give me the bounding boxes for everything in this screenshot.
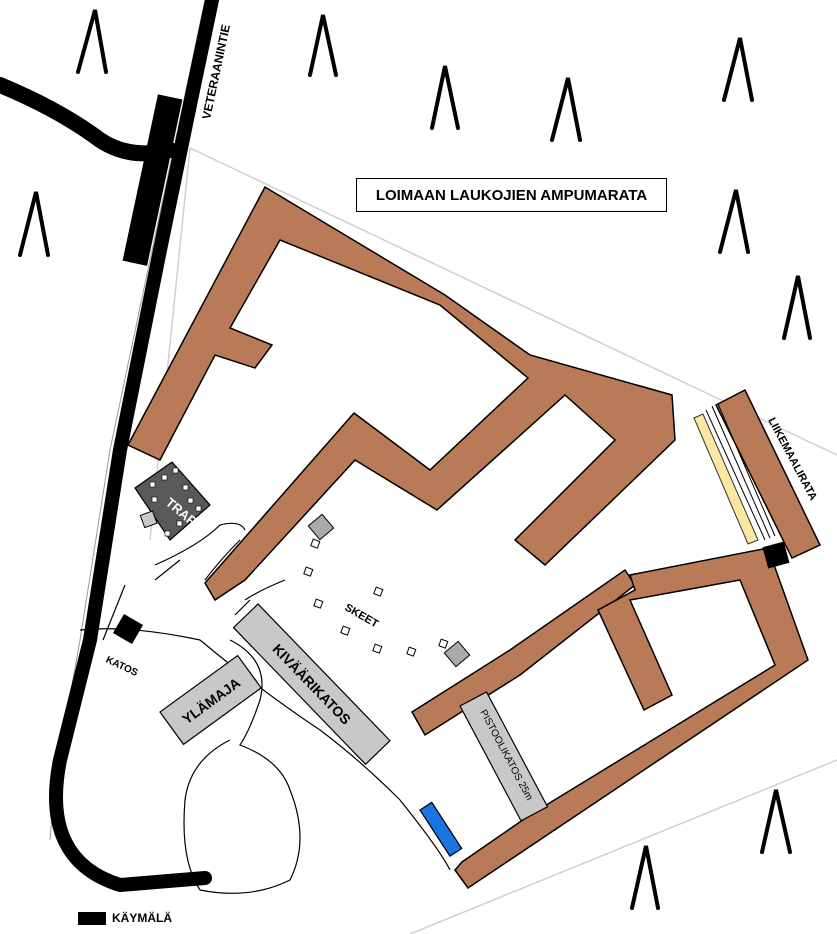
pistoolikatos-building (459, 691, 549, 822)
tree-icon (630, 845, 660, 910)
kivaarikatos-shape (232, 603, 391, 766)
road-wide-section (122, 94, 183, 266)
footpath-upper (154, 522, 286, 616)
katos-label: KATOS (104, 655, 140, 680)
legend-kaymala-label: KÄYMÄLÄ (112, 911, 172, 925)
map-title: LOIMAAN LAUKOJIEN AMPUMARATA (356, 178, 667, 212)
legend: KÄYMÄLÄ (78, 911, 172, 925)
skeet-stations (303, 538, 449, 657)
skeet-house-low (443, 640, 471, 668)
footpath (79, 628, 451, 894)
trees (18, 9, 812, 910)
skeet-label: SKEET (343, 602, 381, 631)
toilet-icon (762, 541, 790, 569)
tree-icon (308, 14, 338, 77)
track-strip (693, 413, 759, 545)
tree-icon (782, 275, 812, 340)
trap-house (134, 461, 211, 541)
katos-building (112, 613, 144, 645)
tree-icon (18, 191, 50, 257)
ylamaja-building (159, 654, 263, 746)
road (49, 0, 219, 892)
berm-south (454, 547, 809, 890)
tree-icon (722, 37, 754, 102)
tree-icon (718, 189, 750, 254)
berm-north (126, 185, 676, 602)
tree-icon (76, 9, 108, 74)
tree-icon (430, 65, 460, 130)
track-rails (705, 403, 776, 541)
road-branch (0, 77, 178, 162)
water-pool (419, 801, 463, 857)
berms (126, 185, 822, 890)
kivaarikatos-label: KIVÄÄRIKATOS (269, 641, 354, 728)
tree-icon (760, 789, 792, 854)
berm-liikemaalirata (715, 388, 822, 559)
skeet-house-high (307, 513, 335, 541)
toilet-icon (78, 911, 106, 925)
footpath-katos (102, 559, 181, 641)
tree-icon (550, 77, 582, 142)
